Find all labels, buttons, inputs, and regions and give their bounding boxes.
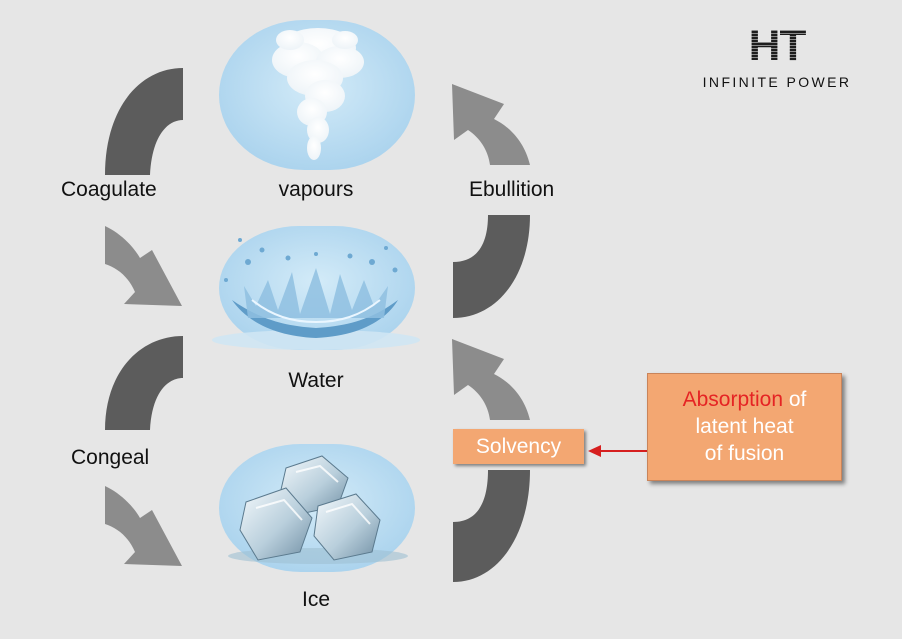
logo-mark: HT <box>682 22 872 70</box>
congeal-down-arrow <box>105 486 182 566</box>
vapour-bubble <box>219 20 415 170</box>
steam-cloud-icon <box>272 28 364 160</box>
water-splash-icon <box>212 238 420 350</box>
congeal-label: Congeal <box>71 446 150 469</box>
callout-line2: latent heat <box>695 415 794 438</box>
latent-heat-callout: Absorption of latent heat of fusion <box>647 373 842 481</box>
ice-label: Ice <box>301 588 330 611</box>
solvency-label-box: Solvency <box>453 429 584 464</box>
brand-logo: HT INFINITE POWER <box>682 22 872 91</box>
callout-pointer-arrow <box>588 445 647 457</box>
water-bubble <box>212 226 420 350</box>
callout-line1-rest: of <box>788 388 807 411</box>
solvency-curve-arrow <box>453 470 530 582</box>
congeal-curve-arrow <box>105 336 183 430</box>
callout-line3: of fusion <box>704 442 785 465</box>
ice-cubes-icon <box>228 455 408 564</box>
ebullition-label: Ebullition <box>469 178 555 201</box>
callout-highlight: Absorption <box>682 388 784 411</box>
logo-tagline: INFINITE POWER <box>702 74 852 90</box>
ice-bubble <box>219 444 415 572</box>
coagulate-curve-arrow <box>105 68 183 175</box>
solvency-up-arrow <box>452 339 530 420</box>
solvency-label: Solvency <box>475 435 562 458</box>
ebullition-up-arrow <box>452 84 530 165</box>
vapour-label: vapours <box>278 178 354 201</box>
ebullition-curve-arrow <box>453 215 530 318</box>
coagulate-down-arrow <box>105 226 182 306</box>
water-label: Water <box>288 369 344 392</box>
coagulate-label: Coagulate <box>61 178 157 201</box>
